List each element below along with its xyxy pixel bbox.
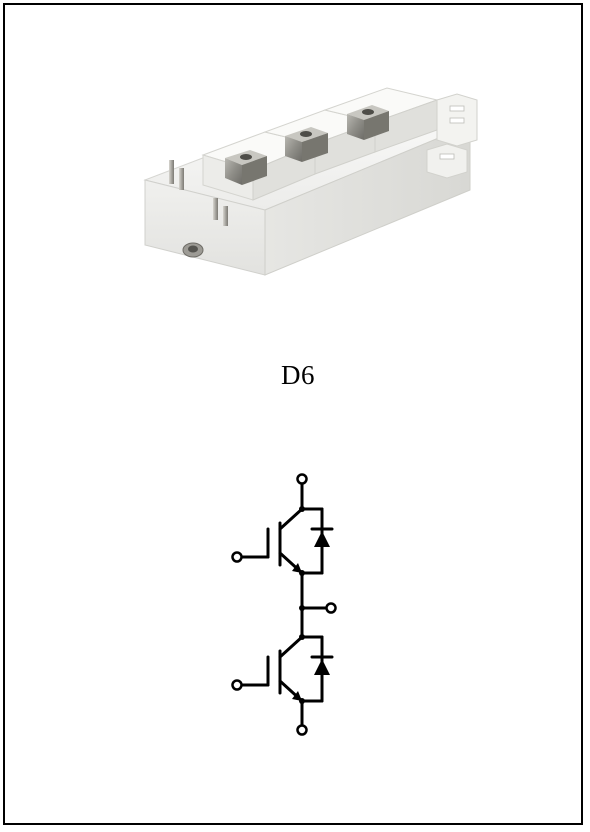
screw-terminal-1 bbox=[225, 150, 267, 185]
screw-terminal-3 bbox=[347, 105, 389, 140]
half-bridge-igbt-schematic-icon bbox=[231, 473, 337, 736]
datasheet-frame: D6 bbox=[3, 3, 583, 825]
package-designation: D6 bbox=[281, 360, 315, 390]
igbt-module-photo bbox=[143, 87, 478, 276]
screw-terminal-2 bbox=[285, 127, 328, 162]
